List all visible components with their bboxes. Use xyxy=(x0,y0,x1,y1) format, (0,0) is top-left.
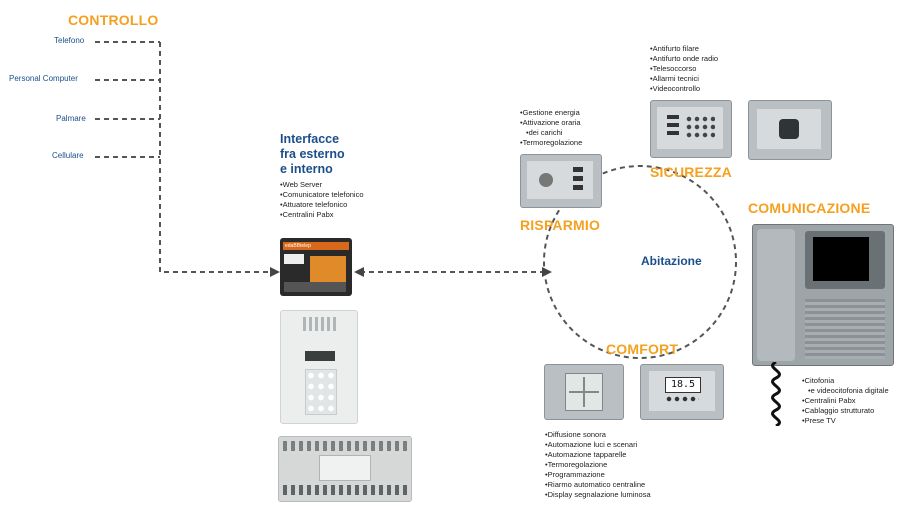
interfacce-title-line: e interno xyxy=(280,162,333,176)
keypad-module xyxy=(280,310,358,424)
comunicazione-list: Citofonia e videocitofonia digitale Cent… xyxy=(802,376,889,426)
web-server-module: edaBBtelep xyxy=(280,238,352,296)
list-item: Programmazione xyxy=(545,470,651,480)
camera-device xyxy=(748,100,832,160)
module-terminal xyxy=(284,254,304,264)
sicurezza-list: Antifurto filare Antifurto onde radio Te… xyxy=(650,44,718,94)
comfort-list: Diffusione sonora Automazione luci e sce… xyxy=(545,430,651,500)
controllo-item-pc: Personal Computer xyxy=(9,74,78,83)
button-column xyxy=(667,115,679,139)
abitazione-ring xyxy=(543,165,737,359)
arrow-left xyxy=(354,267,364,277)
list-item: Termoregolazione xyxy=(520,138,583,148)
list-item: Prese TV xyxy=(802,416,889,426)
handset-cord xyxy=(771,362,781,426)
screen-bezel xyxy=(805,231,885,289)
list-item: e videocitofonia digitale xyxy=(802,386,889,396)
comfort-title: COMFORT xyxy=(606,341,679,357)
list-item: Automazione tapparelle xyxy=(545,450,651,460)
video-screen xyxy=(813,237,869,281)
module-label: edaBBtelep xyxy=(283,242,349,250)
list-item: Termoregolazione xyxy=(545,460,651,470)
sicurezza-title: SICUREZZA xyxy=(650,164,732,180)
centralino-module xyxy=(278,436,412,502)
list-item: Allarmi tecnici xyxy=(650,74,718,84)
module-base xyxy=(284,282,346,292)
terminal-row-top xyxy=(283,441,407,451)
arrow-right xyxy=(270,267,280,277)
comunicazione-title: COMUNICAZIONE xyxy=(748,200,871,216)
centralino-panel xyxy=(319,455,371,481)
interfacce-list: Web Server Comunicatore telefonico Attua… xyxy=(280,180,364,220)
list-item: Web Server xyxy=(280,180,364,190)
controllo-item-cellulare: Cellulare xyxy=(52,151,84,160)
keypad-buttons xyxy=(305,369,337,415)
list-item: dei carichi xyxy=(520,128,582,138)
switch-grid xyxy=(569,377,599,407)
list-item: Gestione energia xyxy=(520,108,582,118)
camera-icon xyxy=(779,119,799,139)
sicurezza-device xyxy=(650,100,732,158)
switch-panel xyxy=(565,373,603,411)
handset xyxy=(757,229,795,361)
list-item: Antifurto onde radio xyxy=(650,54,718,64)
risparmio-title: RISPARMIO xyxy=(520,217,601,233)
videocitofono-device xyxy=(752,224,894,366)
risparmio-list: Gestione energia Attivazione oraria dei … xyxy=(520,108,583,148)
list-item: Videocontrollo xyxy=(650,84,718,94)
controllo-item-telefono: Telefono xyxy=(54,36,85,45)
list-item: Citofonia xyxy=(802,376,889,386)
list-item: Attivazione oraria xyxy=(520,118,582,128)
arrow-right-2 xyxy=(542,267,552,277)
interfacce-title-line: Interfacce xyxy=(280,132,340,146)
list-item: Telesoccorso xyxy=(650,64,718,74)
thermostat-buttons xyxy=(665,395,699,403)
controllo-item-palmare: Palmare xyxy=(56,114,86,123)
device-faceplate xyxy=(527,161,593,199)
trunk-line xyxy=(159,42,272,273)
knob-icon xyxy=(539,173,553,187)
abitazione-label: Abitazione xyxy=(641,254,702,268)
terminal-row-bottom xyxy=(283,485,407,495)
list-item: Comunicatore telefonico xyxy=(280,190,364,200)
list-item: Riarmo automatico centraline xyxy=(545,480,651,490)
button-column xyxy=(573,167,583,193)
list-item: Attuatore telefonico xyxy=(280,200,364,210)
list-item: Display segnalazione luminosa xyxy=(545,490,651,500)
list-item: Centralini Pabx xyxy=(802,396,889,406)
interfacce-title-line: fra esterno xyxy=(280,147,345,161)
thermostat-device: 18.5 xyxy=(640,364,724,420)
speaker-grille xyxy=(303,317,337,331)
keypad-display xyxy=(305,351,335,361)
keypad-buttons xyxy=(685,115,715,139)
list-item: Cablaggio strutturato xyxy=(802,406,889,416)
list-item: Centralini Pabx xyxy=(280,210,364,220)
risparmio-device xyxy=(520,154,602,208)
interfacce-title: Interfacce fra esterno e interno xyxy=(280,132,345,177)
controllo-title: CONTROLLO xyxy=(68,12,159,28)
module-panel xyxy=(310,256,346,282)
speaker-grille xyxy=(805,299,885,359)
list-item: Antifurto filare xyxy=(650,44,718,54)
thermostat-display: 18.5 xyxy=(665,377,701,393)
list-item: Automazione luci e scenari xyxy=(545,440,651,450)
comfort-switch-device xyxy=(544,364,624,420)
list-item: Diffusione sonora xyxy=(545,430,651,440)
